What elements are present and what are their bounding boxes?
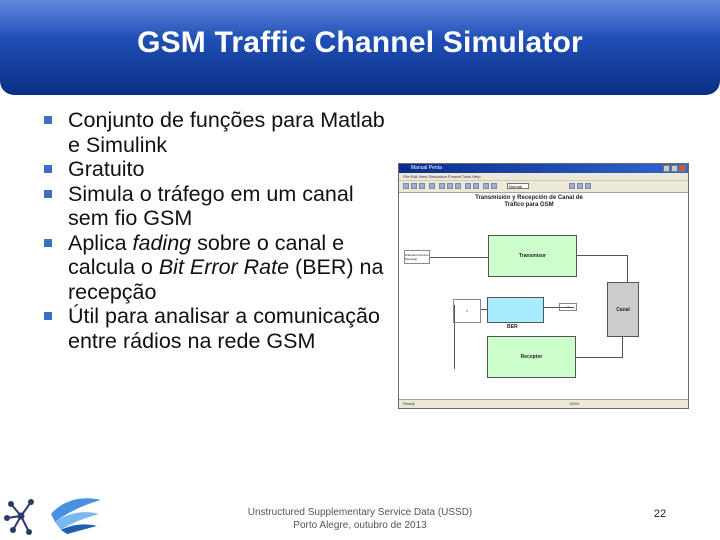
bullet-item: Conjunto de funções para Matlab e Simuli… — [40, 108, 385, 157]
window-title: Manual Penta — [411, 165, 442, 171]
page-number: 22 — [653, 508, 667, 520]
save-icon — [419, 183, 425, 189]
footer-line-2: Porto Alegre, outubro de 2013 — [293, 520, 427, 531]
wire — [622, 337, 623, 358]
explorer-icon — [577, 183, 583, 189]
open-icon — [411, 183, 417, 189]
debug-icon — [585, 183, 591, 189]
copy-icon — [447, 183, 453, 189]
cut-icon — [439, 183, 445, 189]
network-logo-icon — [4, 499, 34, 535]
bullet-text-mid: sobre o canal e calcula o — [68, 230, 345, 280]
status-zoom: 100% — [569, 401, 580, 406]
bullet-square-icon — [44, 312, 52, 320]
ber-label: BER — [507, 324, 518, 330]
wire — [576, 357, 622, 358]
bullet-emphasis-ber: Bit Error Rate — [158, 255, 290, 279]
footer: Unstructured Supplementary Service Data … — [200, 506, 520, 532]
redo-icon — [473, 183, 479, 189]
bullet-item: Útil para analisar a comunicação entre r… — [40, 304, 385, 353]
source-block: Wideband Source Message — [404, 250, 430, 264]
stop-icon — [491, 183, 497, 189]
bullet-text-post: (BER) na recepção — [68, 255, 384, 304]
bullet-text: Simula o tráfego em um canal sem fio GSM — [68, 181, 354, 231]
bullet-item: Gratuito — [40, 157, 385, 182]
selector-block: ≡ — [453, 299, 481, 323]
receiver-block: Receptor — [487, 336, 576, 378]
diagram-title: Transmisión y Recepción de Canal de Tráf… — [475, 195, 583, 208]
bullet-square-icon — [44, 238, 52, 247]
new-icon — [403, 183, 409, 189]
bullet-list: Conjunto de funções para Matlab e Simuli… — [40, 108, 385, 353]
undo-icon — [465, 183, 471, 189]
status-ready: Ready — [403, 401, 415, 406]
wire — [454, 305, 455, 369]
title-bar-sheen — [0, 0, 720, 38]
bullet-item: Aplica fading sobre o canal e calcula o … — [40, 231, 385, 305]
simulink-window-screenshot: Manual Penta File Edit View Simulation F… — [398, 163, 689, 409]
ber-block — [487, 297, 544, 323]
transmitter-block: Transmisor — [488, 235, 577, 277]
wire — [481, 309, 487, 310]
bullet-text: Conjunto de funções para Matlab e Simuli… — [68, 108, 385, 157]
display-block: ▭ — [559, 303, 577, 311]
wire — [577, 255, 627, 256]
play-icon — [483, 183, 489, 189]
window-toolbar: Normal — [399, 180, 688, 193]
channel-block: Canal — [607, 282, 639, 337]
close-icon — [679, 165, 686, 172]
zoom-select: Normal — [507, 183, 529, 189]
bullet-text: Aplica — [68, 230, 133, 255]
model-canvas: Transmisión y Recepción de Canal de Tráf… — [399, 193, 688, 398]
minimize-icon — [663, 165, 670, 172]
window-titlebar: Manual Penta — [399, 164, 688, 173]
bullet-emphasis-fading: fading — [132, 230, 192, 255]
brand-logo-icon — [51, 498, 101, 534]
print-icon — [429, 183, 435, 189]
bullet-text: Útil para analisar a comunicação entre r… — [68, 304, 380, 353]
bullet-square-icon — [44, 189, 52, 198]
wire — [430, 257, 488, 258]
bullet-square-icon — [44, 116, 52, 124]
window-statusbar: Ready 100% — [399, 399, 688, 408]
slide-title: GSM Traffic Channel Simulator — [137, 26, 583, 59]
paste-icon — [455, 183, 461, 189]
title-bar — [0, 0, 720, 95]
bullet-square-icon — [44, 165, 52, 173]
footer-line-1: Unstructured Supplementary Service Data … — [247, 507, 473, 518]
maximize-icon — [671, 165, 678, 172]
bullet-text: Gratuito — [68, 157, 145, 181]
bullet-item: Simula o tráfego em um canal sem fio GSM — [40, 182, 385, 231]
library-icon — [569, 183, 575, 189]
window-menubar: File Edit View Simulation Format Tools H… — [399, 173, 688, 180]
